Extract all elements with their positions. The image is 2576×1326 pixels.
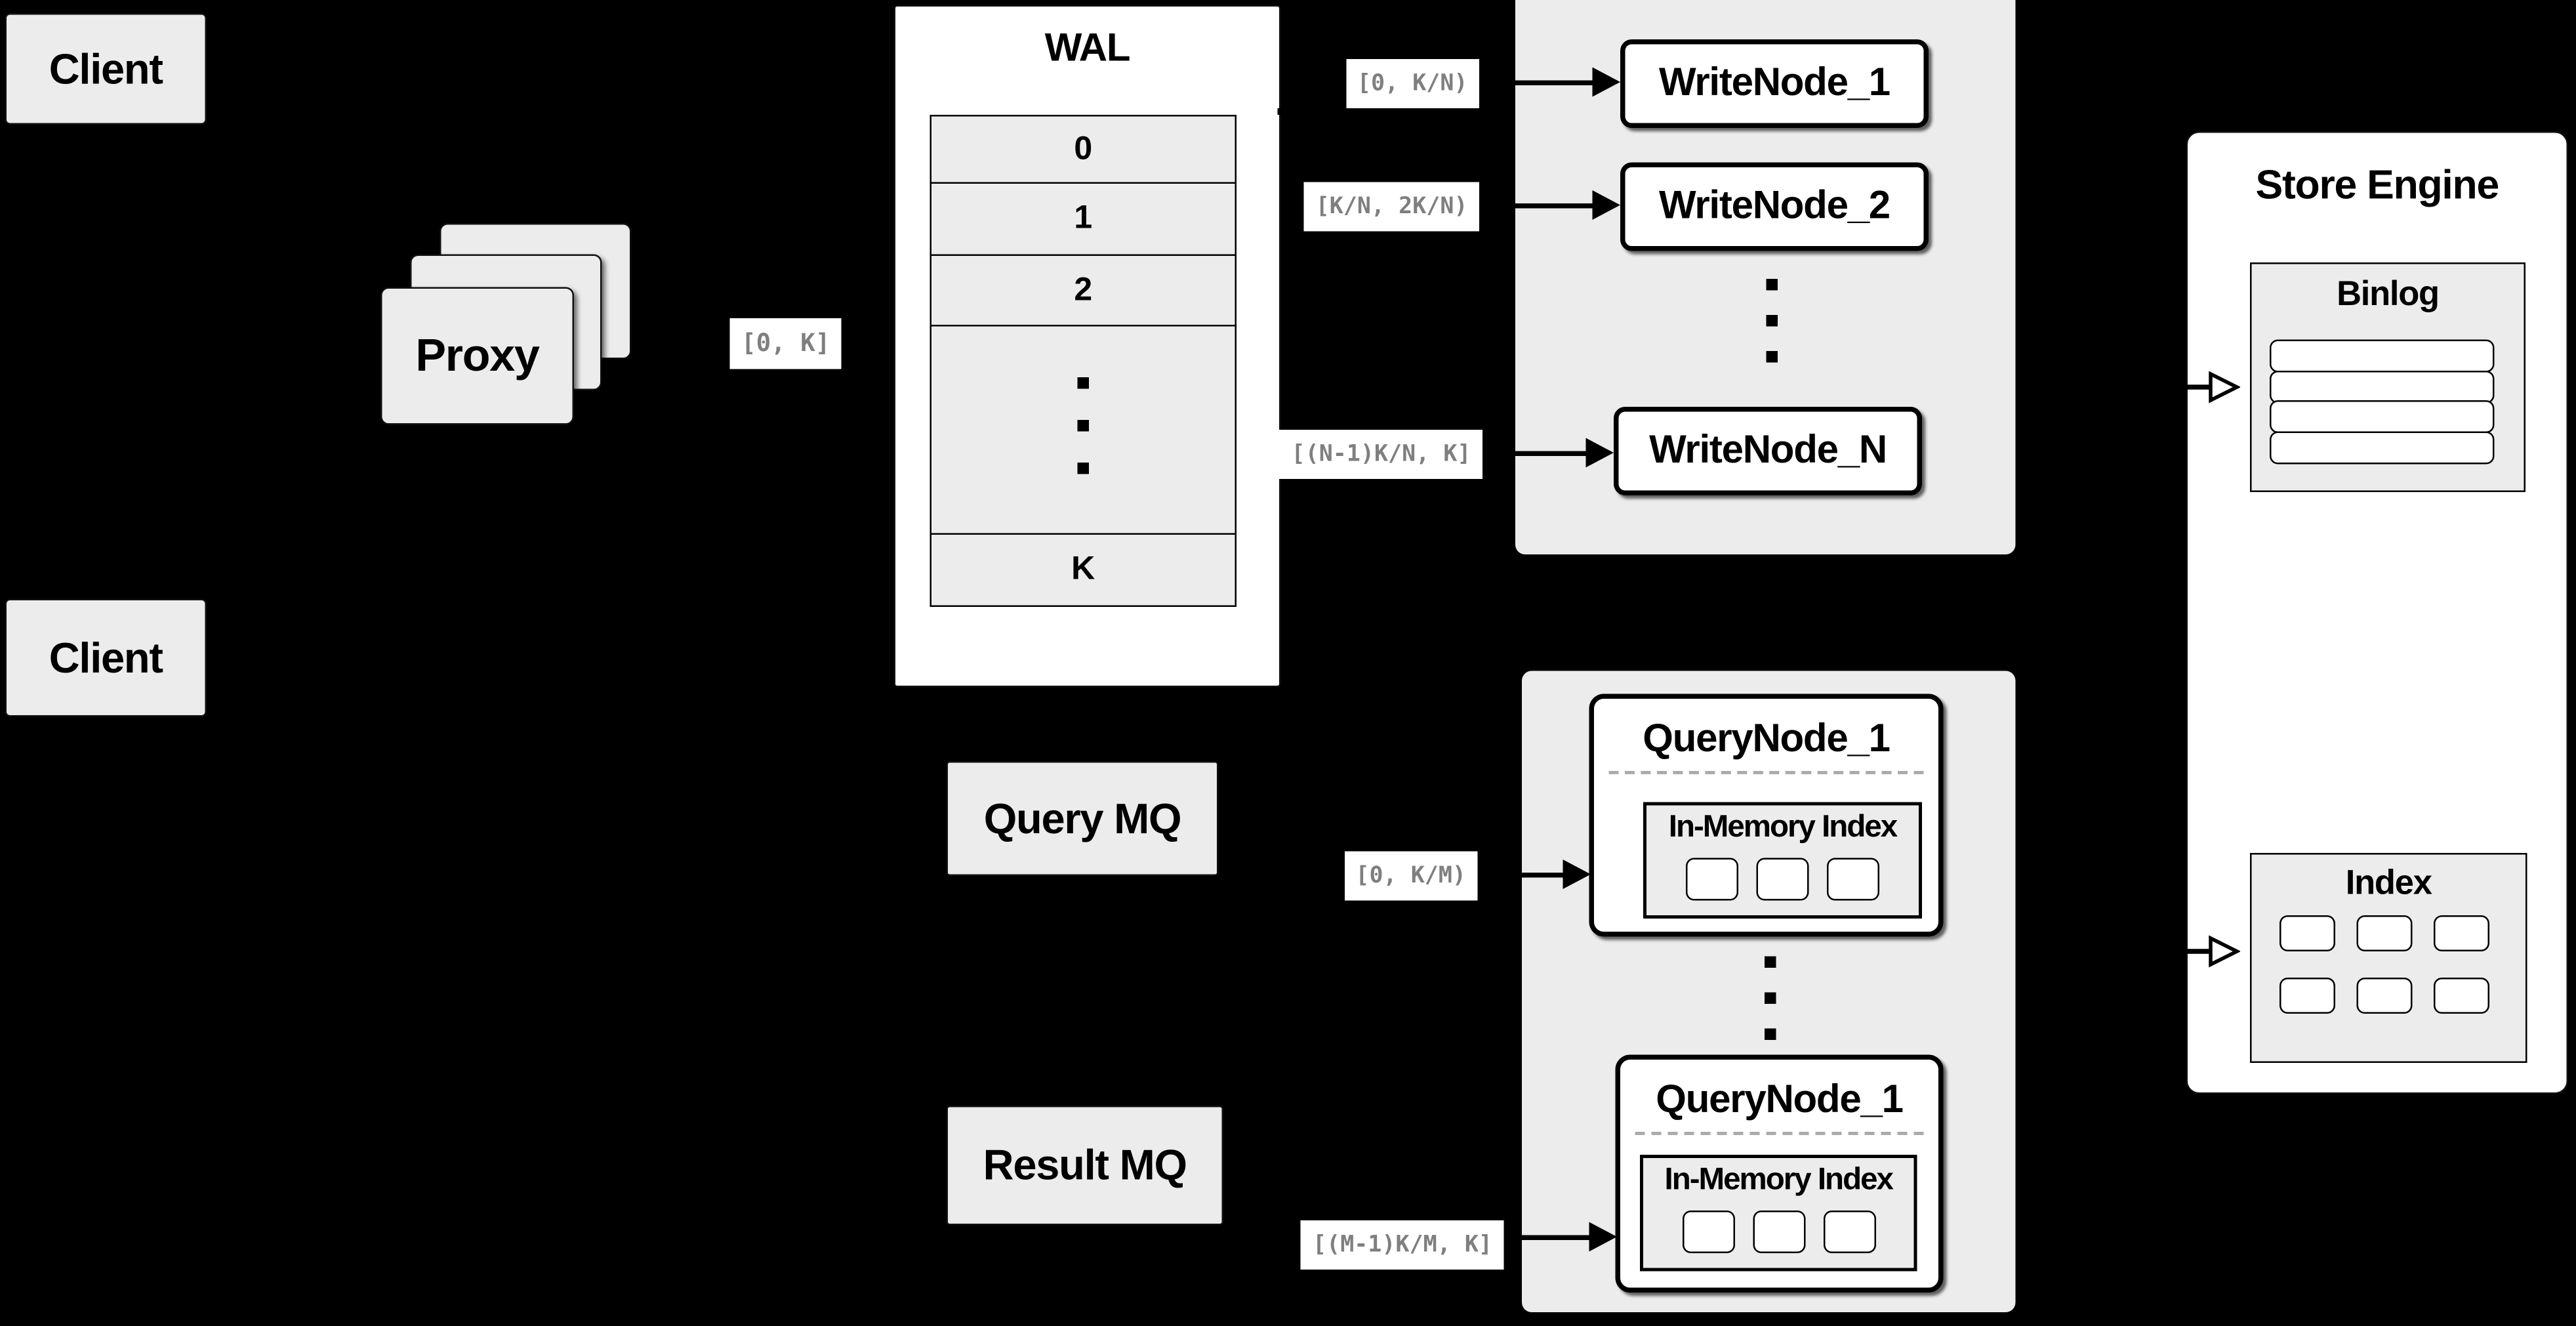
wal-vertical-ellipsis-dot (1077, 420, 1089, 432)
range-label-write-2: [K/N, 2K/N) (1304, 182, 1479, 232)
range-label-query-bottom: [(M-1)K/M, K] (1301, 1220, 1504, 1270)
write-vertical-ellipsis-dot (1766, 351, 1778, 363)
binlog-segment (2270, 430, 2495, 464)
wal-title: WAL (1044, 26, 1131, 71)
memory-segment (1686, 858, 1738, 901)
query-node-top-divider (1608, 771, 1924, 774)
memory-segment (1824, 1211, 1876, 1253)
in-memory-index-top-title: In-Memory Index (1668, 810, 1898, 845)
index-segment (2434, 915, 2489, 951)
client-bottom-label: Client (49, 632, 163, 682)
wal-row-k-label: K (1071, 550, 1095, 587)
memory-segment (1683, 1211, 1735, 1253)
arrowhead-writenode-1 (1592, 67, 1620, 97)
write-node-2-label: WriteNode_2 (1659, 184, 1891, 228)
in-memory-index-bottom-title: In-Memory Index (1664, 1163, 1894, 1198)
query-mq-label: Query MQ (983, 793, 1182, 842)
range-label-proxy-wal: [0, K] (729, 318, 842, 369)
client-box-top: Client (5, 13, 207, 125)
index-segment (2356, 978, 2413, 1014)
proxy-label: Proxy (415, 329, 540, 381)
arrowhead-querynode-bottom (1589, 1222, 1617, 1252)
wal-row-1: 1 (930, 182, 1237, 256)
wal-vertical-ellipsis-dot (1077, 463, 1089, 474)
query-vertical-ellipsis-dot (1765, 1028, 1776, 1040)
range-label-write-n: [(N-1)K/N, K] (1280, 430, 1482, 479)
index-segment (2434, 978, 2489, 1014)
arrow-to-writenode-1 (1479, 79, 1596, 85)
write-node-n-label: WriteNode_N (1649, 428, 1887, 473)
client-box-bottom: Client (5, 598, 207, 717)
wal-row-0-label: 0 (1074, 130, 1093, 167)
wal-row-1-label: 1 (1074, 200, 1093, 236)
wal-row-2-label: 2 (1074, 271, 1093, 308)
range-label-query-top: [0, K/M) (1343, 851, 1478, 901)
proxy-box: Proxy (380, 287, 574, 425)
query-node-top-title: QueryNode_1 (1643, 716, 1891, 762)
write-node-n: WriteNode_N (1614, 407, 1922, 495)
result-mq-label: Result MQ (983, 1140, 1187, 1190)
client-top-label: Client (49, 43, 163, 93)
write-vertical-ellipsis-dot (1766, 315, 1778, 327)
hollow-arrow-to-binlog (2171, 371, 2240, 404)
query-node-bottom-title: QueryNode_1 (1656, 1077, 1904, 1123)
arrowhead-writenode-n (1585, 438, 1614, 468)
binlog-segment (2270, 339, 2495, 373)
wal-row-2: 2 (930, 253, 1237, 327)
result-mq-box: Result MQ (946, 1106, 1223, 1226)
write-node-1-label: WriteNode_1 (1659, 60, 1891, 106)
arrowhead-writenode-2 (1592, 190, 1620, 220)
memory-segment (1753, 1211, 1806, 1253)
query-mq-box: Query MQ (946, 761, 1219, 876)
query-vertical-ellipsis-dot (1765, 992, 1776, 1004)
memory-segment (1827, 858, 1879, 901)
store-engine-title: Store Engine (2255, 162, 2500, 209)
binlog-segment (2270, 369, 2495, 403)
wal-row-k: K (930, 532, 1237, 606)
index-segment (2280, 915, 2335, 951)
binlog-title: Binlog (2337, 276, 2440, 314)
index-segment (2356, 915, 2413, 951)
binlog-segment (2270, 400, 2495, 433)
wal-vertical-ellipsis-dot (1077, 377, 1089, 389)
write-vertical-ellipsis-dot (1766, 279, 1778, 291)
wal-row-0: 0 (930, 114, 1237, 185)
index-title: Index (2345, 864, 2432, 903)
range-label-write-1: [0, K/N) (1345, 59, 1479, 108)
write-node-1: WriteNode_1 (1620, 39, 1929, 128)
arrow-to-querynode-top (1477, 871, 1566, 877)
arrow-to-querynode-bottom (1503, 1234, 1593, 1239)
arrow-to-writenode-2 (1479, 202, 1596, 208)
arrowhead-querynode-top (1563, 860, 1591, 889)
memory-segment (1756, 858, 1809, 901)
arrow-to-writenode-n (1482, 450, 1593, 455)
query-vertical-ellipsis-dot (1765, 956, 1776, 968)
wal-arrow-stub (1277, 108, 1288, 115)
hollow-arrow-to-index (2171, 935, 2240, 968)
index-segment (2280, 978, 2335, 1014)
query-node-bottom-divider (1635, 1132, 1924, 1135)
index-box: Index (2250, 853, 2527, 1063)
write-node-2: WriteNode_2 (1620, 162, 1929, 251)
